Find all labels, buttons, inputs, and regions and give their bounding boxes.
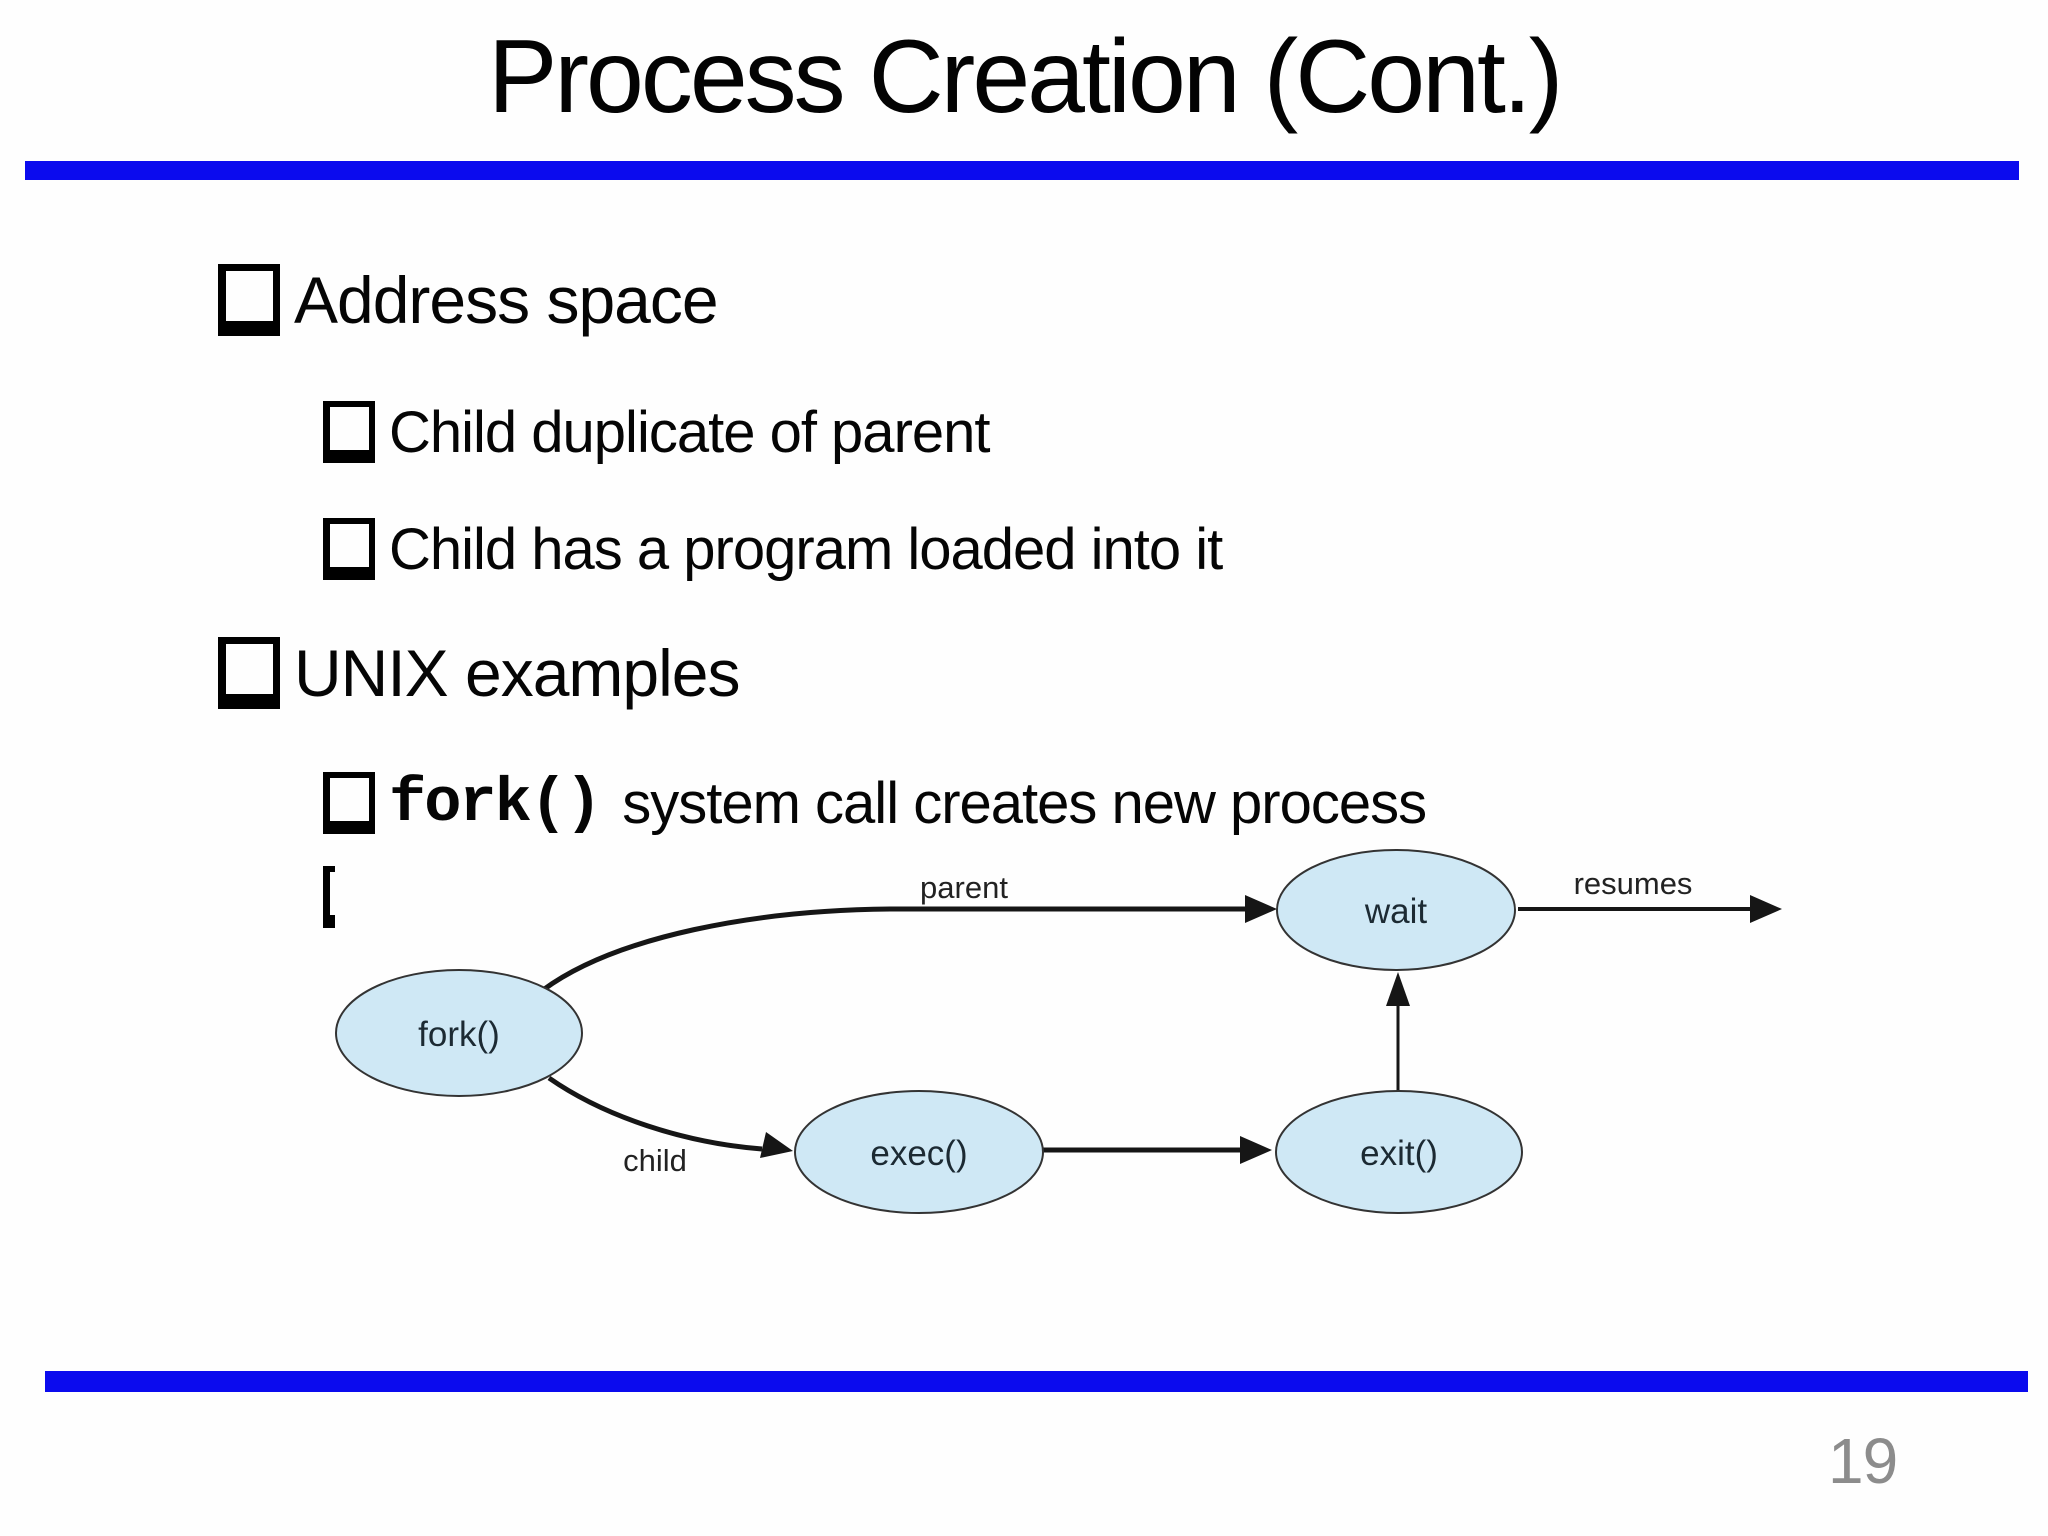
edge-label-child: child	[623, 1143, 687, 1178]
footer-rule	[45, 1371, 2028, 1392]
arrowhead-resumes	[1750, 895, 1782, 923]
arrowhead-exec-exit	[1240, 1136, 1272, 1164]
edge-label-resumes: resumes	[1574, 866, 1693, 901]
edge-child	[547, 1075, 763, 1152]
edge-label-parent: parent	[920, 870, 1008, 905]
checkbox-bullet-icon	[323, 772, 375, 834]
bullet-text: UNIX examples	[294, 636, 740, 710]
node-label-exec: exec()	[870, 1134, 967, 1173]
node-exit	[1275, 1090, 1523, 1214]
edge-parent	[541, 906, 1247, 993]
bullet-row-fork: fork() system call creates new process	[323, 755, 1427, 851]
checkbox-bullet-icon	[218, 264, 280, 336]
node-fork	[335, 969, 583, 1097]
node-wait	[1276, 849, 1516, 971]
bullet-row-child-program: Child has a program loaded into it	[323, 501, 1223, 597]
checkbox-bullet-icon	[323, 401, 375, 463]
title-underline	[25, 161, 2019, 180]
checkbox-bullet-icon	[218, 637, 280, 709]
bullet-text: Child duplicate of parent	[389, 399, 991, 465]
page-number: 19	[1828, 1425, 1898, 1497]
checkbox-bullet-icon	[323, 518, 375, 580]
arrowhead-child	[760, 1132, 793, 1158]
code-fork: fork()	[389, 767, 602, 839]
node-label-fork: fork()	[418, 1015, 500, 1054]
process-diagram: fork() wait exec() exit() parent child r…	[335, 845, 1835, 1290]
arrowhead-exit-wait	[1386, 972, 1410, 1006]
bullet-text: Child has a program loaded into it	[389, 516, 1223, 582]
node-label-wait: wait	[1364, 892, 1428, 931]
bullet-row-child-duplicate: Child duplicate of parent	[323, 384, 991, 480]
page-title: Process Creation (Cont.)	[488, 19, 1563, 135]
arrowhead-parent	[1245, 895, 1277, 923]
bullet-text: system call creates new process	[622, 770, 1427, 836]
bullet-text: Address space	[294, 263, 719, 337]
node-exec	[794, 1090, 1044, 1214]
node-label-exit: exit()	[1360, 1134, 1438, 1173]
bullet-row-address-space: Address space	[218, 252, 719, 348]
bullet-row-unix-examples: UNIX examples	[218, 625, 740, 721]
